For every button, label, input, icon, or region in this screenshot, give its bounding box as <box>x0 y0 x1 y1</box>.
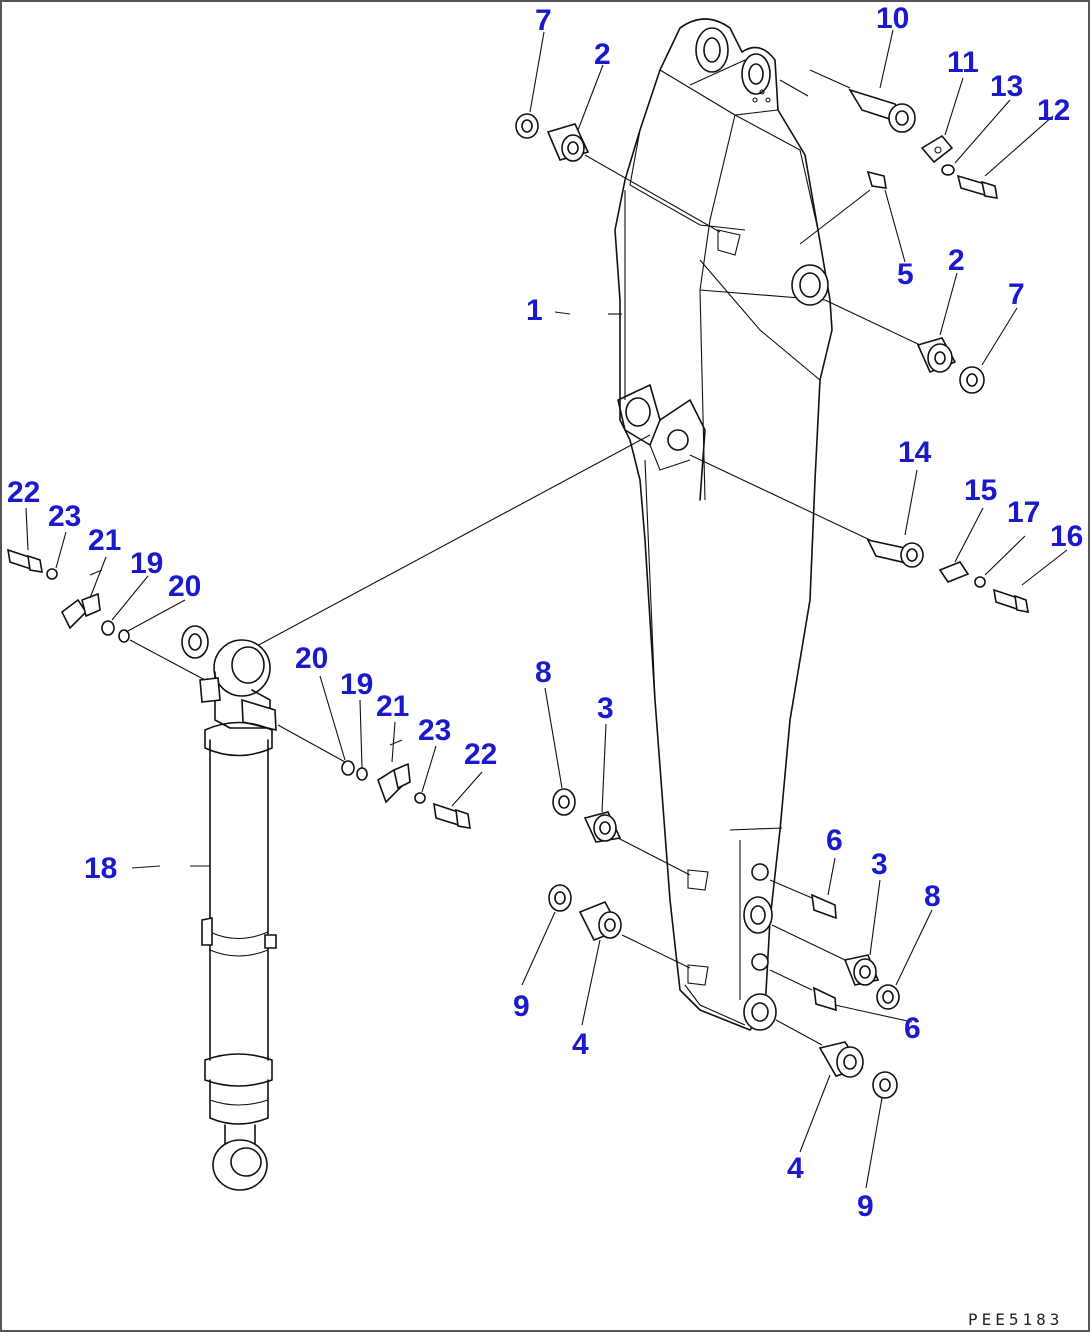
seal-8-right <box>876 984 900 1010</box>
callout-5: 5 <box>897 258 914 291</box>
callout-8-left: 8 <box>535 656 552 689</box>
pin-10 <box>779 69 916 133</box>
bushing-4-left <box>578 900 691 969</box>
seal-7-top <box>515 113 539 139</box>
callout-22-right: 22 <box>464 738 497 771</box>
callout-10: 10 <box>876 2 909 35</box>
callout-4-right: 4 <box>787 1152 804 1185</box>
callout-22-left: 22 <box>7 476 40 509</box>
cylinder-hardware-right <box>277 724 471 829</box>
cylinder-hardware-left <box>6 548 209 681</box>
callout-13: 13 <box>990 70 1023 103</box>
callout-12: 12 <box>1037 94 1070 127</box>
callout-19-left: 19 <box>130 547 163 580</box>
callout-21-left: 21 <box>88 524 121 557</box>
callout-6-top: 6 <box>826 824 843 857</box>
seal-8-left <box>552 788 576 816</box>
callout-9-right: 9 <box>857 1190 874 1223</box>
callout-15: 15 <box>964 474 997 507</box>
grease-fitting-6-bottom <box>769 969 837 1012</box>
plate-11 <box>920 134 954 164</box>
callout-17: 17 <box>1007 496 1040 529</box>
callout-21-right: 21 <box>376 690 409 723</box>
callout-19-right: 19 <box>340 668 373 701</box>
pin-14 <box>689 454 924 568</box>
callout-7-right: 7 <box>1008 278 1025 311</box>
callout-7-top: 7 <box>535 4 552 37</box>
bolt-16 <box>992 588 1029 613</box>
callout-4-left: 4 <box>572 1028 589 1061</box>
seal-7-right <box>959 366 985 394</box>
grease-fitting-5 <box>799 170 887 245</box>
callout-2-top: 2 <box>594 38 611 71</box>
seal-9-left <box>548 884 572 912</box>
callout-20-left: 20 <box>168 570 201 603</box>
bushing-4-right <box>775 1019 864 1078</box>
washer-17 <box>974 576 986 588</box>
callout-6-bottom: 6 <box>904 1012 921 1045</box>
seal-9-right <box>872 1071 898 1099</box>
plate-15 <box>938 561 970 583</box>
callout-20-right: 20 <box>295 642 328 675</box>
callout-labels: 7 2 10 11 13 12 5 2 7 1 14 15 17 16 22 2… <box>7 2 1083 1223</box>
callout-2-right: 2 <box>948 244 965 277</box>
grease-fitting-6-top <box>769 879 837 920</box>
callout-14: 14 <box>898 436 932 469</box>
cylinder-18 <box>199 434 651 1191</box>
callout-8-right: 8 <box>924 880 941 913</box>
callout-23-right: 23 <box>418 714 451 747</box>
bushing-2-right <box>824 299 957 374</box>
washer-13 <box>941 164 955 176</box>
bushing-2-top <box>546 123 721 233</box>
callout-23-left: 23 <box>48 500 81 533</box>
callout-11: 11 <box>947 46 979 79</box>
callout-9-left: 9 <box>513 990 530 1023</box>
callout-18: 18 <box>84 852 117 885</box>
arm-body <box>614 18 833 1031</box>
callout-3-left: 3 <box>597 692 614 725</box>
callout-16: 16 <box>1050 520 1083 553</box>
bushing-3-left <box>583 811 691 876</box>
bolt-12 <box>956 174 998 199</box>
callout-1: 1 <box>526 294 543 327</box>
leader-lines <box>25 29 1068 1189</box>
bushing-3-right <box>771 924 880 986</box>
drawing-code: PEE5183 <box>968 1310 1063 1329</box>
callout-3-right: 3 <box>871 848 888 881</box>
